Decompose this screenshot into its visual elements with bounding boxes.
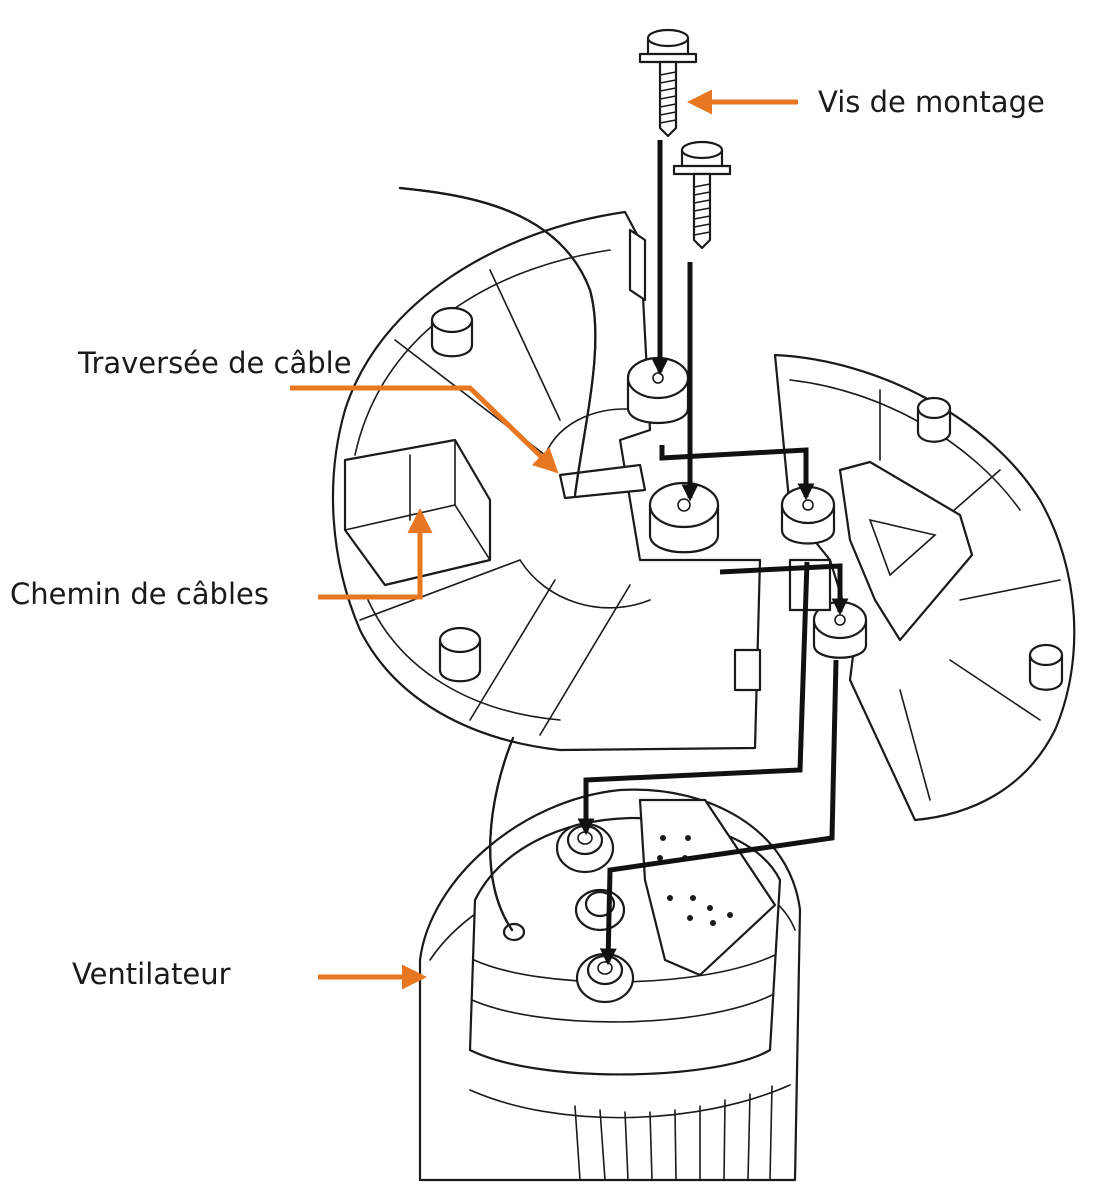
label-mounting-screw: Vis de montage: [818, 85, 1045, 119]
callout-arrow-cable-tray: [318, 508, 433, 600]
right-post-bottom: [1028, 643, 1064, 691]
label-cable-grommet: Traversée de câble: [78, 346, 352, 380]
mounting-screw-2: [672, 140, 732, 250]
fan-terminal-bottom: [575, 952, 635, 1004]
right-screw-boss-top: [780, 485, 836, 545]
right-post-top: [916, 396, 952, 443]
left-screw-boss-middle: [648, 481, 720, 554]
path-boss-to-right-top: [659, 445, 815, 501]
path-to-fan-terminal-bottom: [599, 659, 839, 966]
left-screw-boss-top: [626, 356, 690, 425]
mounting-screw-1: [638, 28, 698, 138]
callout-arrow-cable-grommet: [290, 385, 559, 474]
fan-ribs: [574, 1085, 773, 1181]
callout-arrows: [290, 89, 798, 990]
right-clip: [838, 460, 974, 642]
left-post-top: [430, 306, 474, 358]
fan-cable-hole: [502, 922, 526, 942]
label-fan: Ventilateur: [72, 957, 231, 991]
assembly-path-arrows: [577, 140, 849, 966]
cable-grommet: [558, 463, 647, 500]
fan-cap: [638, 798, 777, 977]
left-housing-half: [331, 210, 762, 752]
left-post-bottom: [438, 626, 482, 683]
fan-body: [418, 788, 802, 1182]
path-to-fan-terminal-top: [577, 561, 810, 836]
path-to-right-bottom: [719, 563, 849, 616]
right-housing-half: [773, 353, 1076, 822]
fan-terminal-middle: [574, 888, 626, 932]
label-cable-tray: Chemin de câbles: [10, 577, 269, 611]
